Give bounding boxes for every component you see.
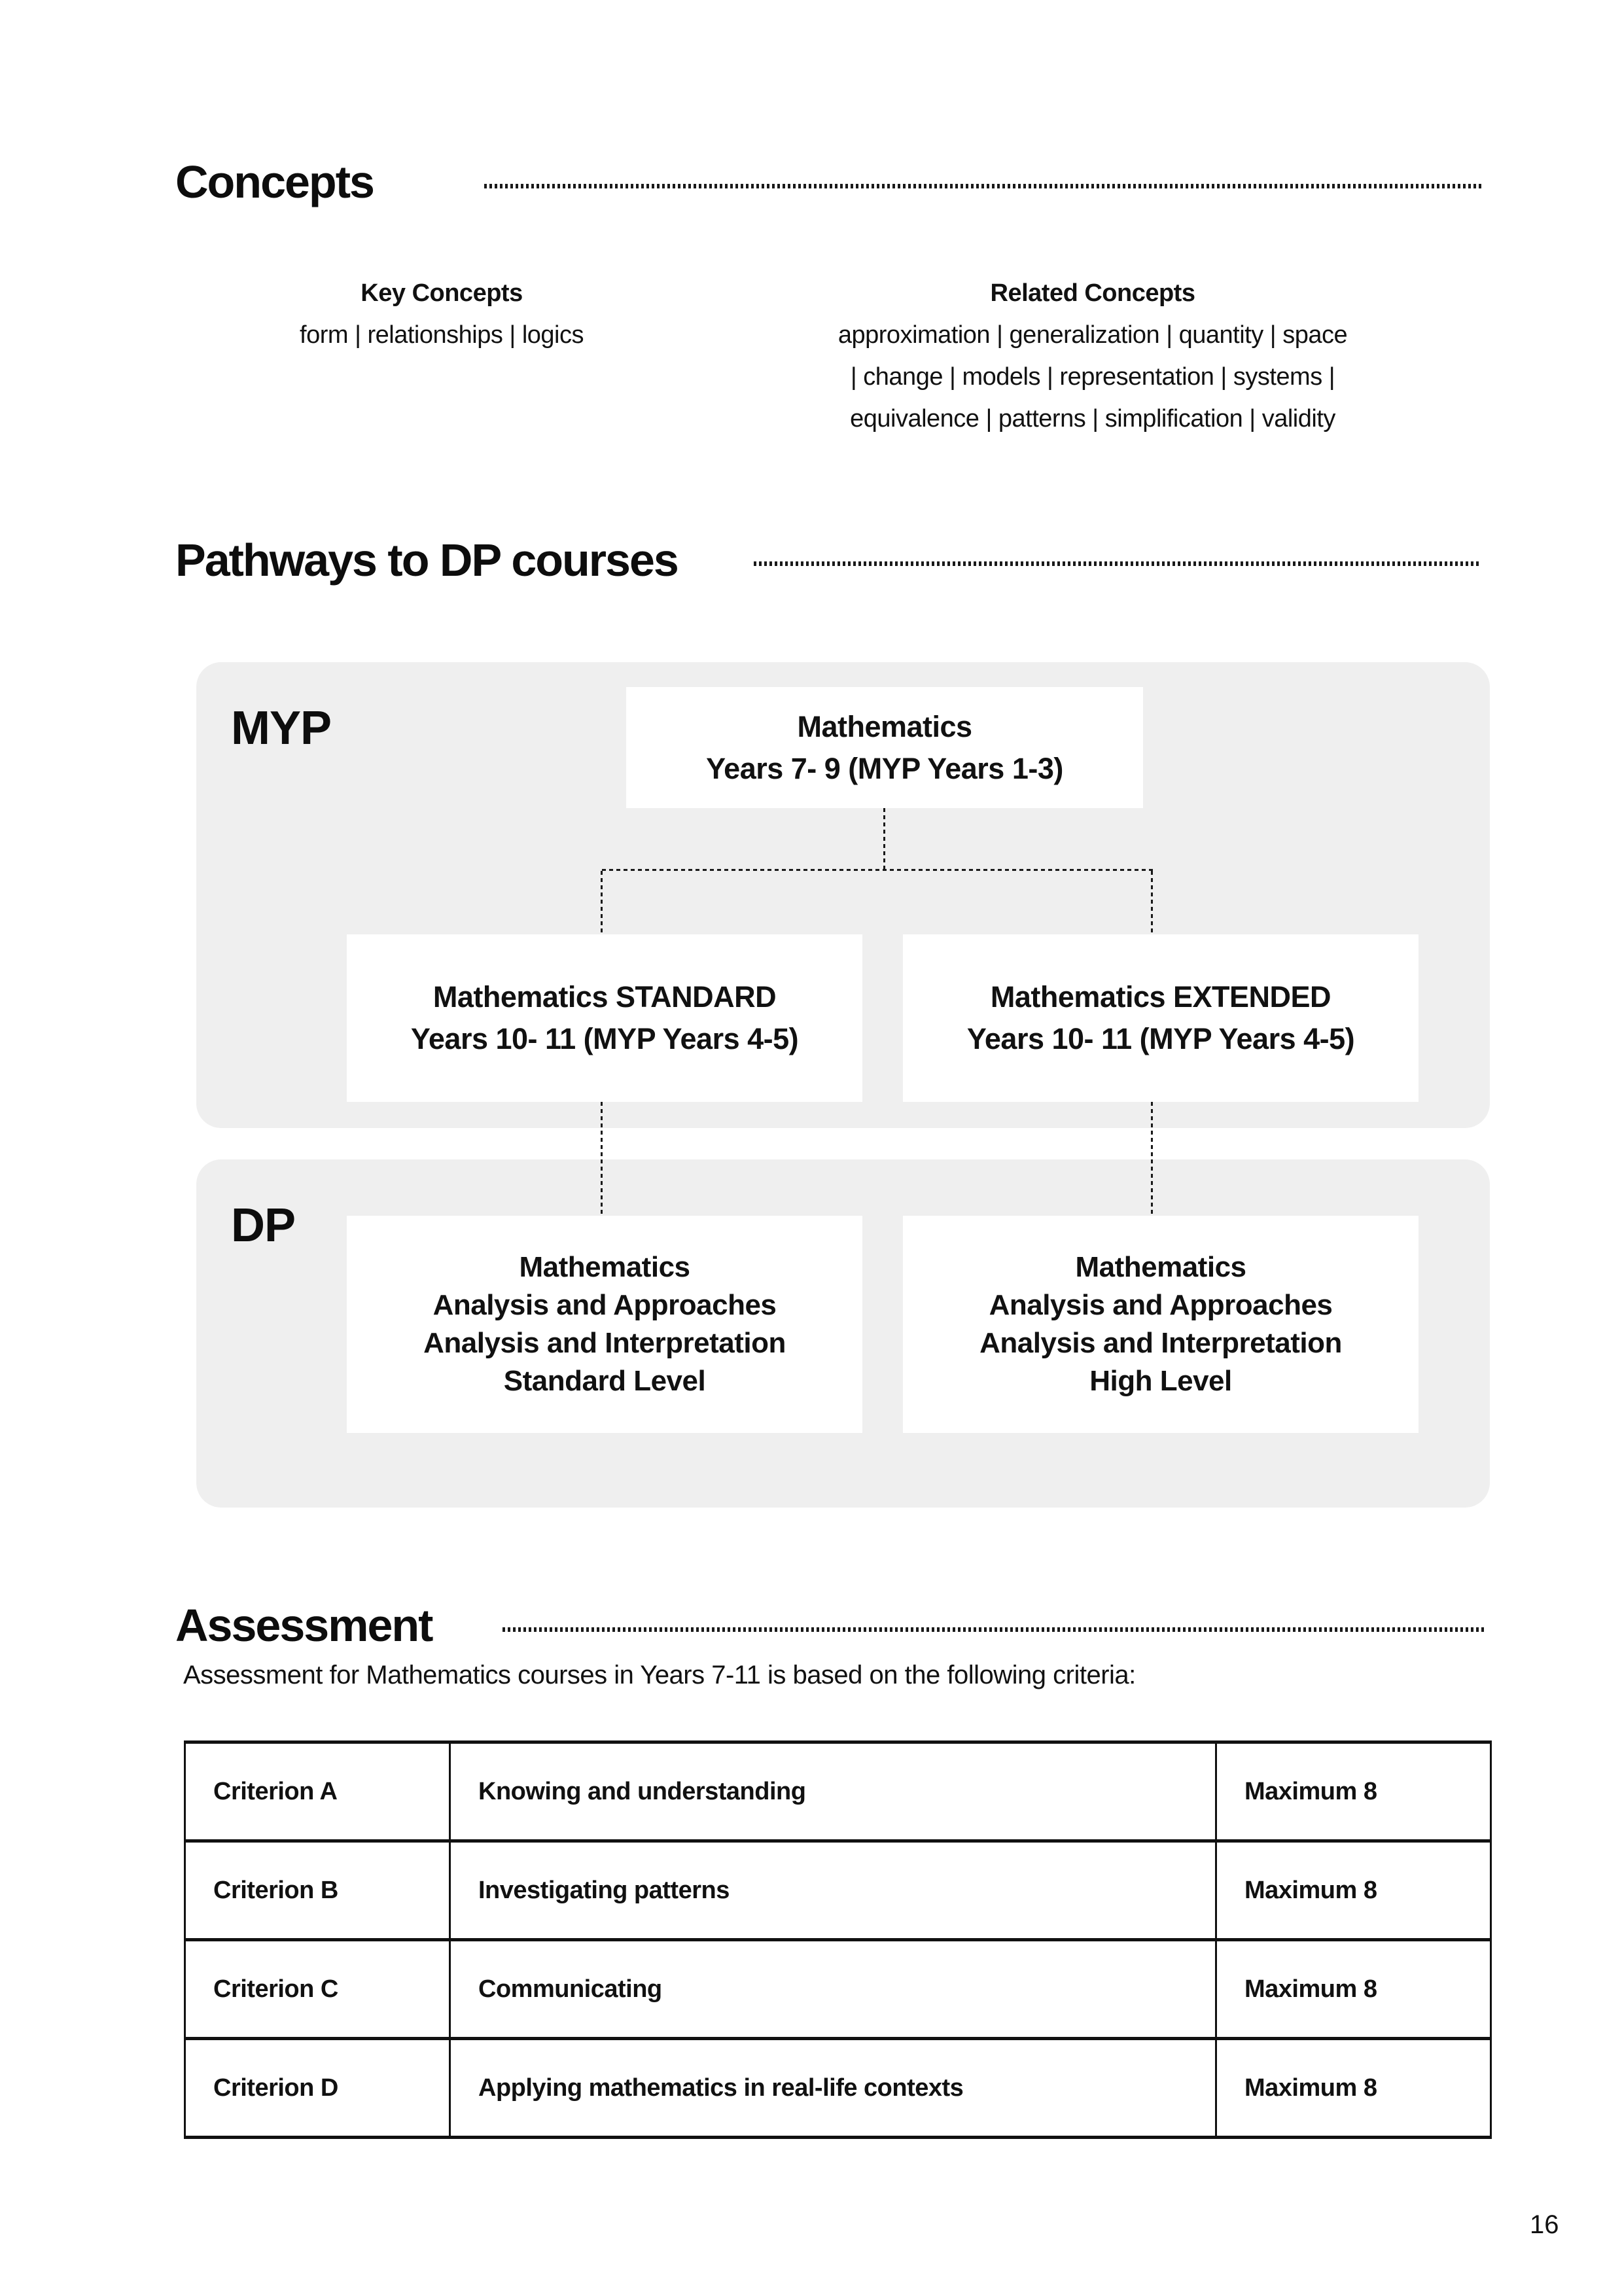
myp-label: MYP xyxy=(231,702,332,754)
table-row: Criterion D Applying mathematics in real… xyxy=(184,2037,1492,2139)
box-line: Analysis and Approaches xyxy=(989,1289,1333,1321)
page-number: 16 xyxy=(1530,2210,1559,2239)
box-line: Analysis and Interpretation xyxy=(423,1327,786,1359)
maximum-cell: Maximum 8 xyxy=(1215,1839,1492,1941)
related-concepts-block: Related Concepts approximation | general… xyxy=(730,272,1456,440)
connector-right-upper xyxy=(1151,871,1153,934)
description-cell: Investigating patterns xyxy=(449,1839,1217,1941)
maximum-cell: Maximum 8 xyxy=(1215,1740,1492,1843)
pathways-dotted-rule xyxy=(754,561,1481,566)
myp-mathematics-box: Mathematics Years 7- 9 (MYP Years 1-3) xyxy=(626,687,1143,808)
connector-right-lower xyxy=(1151,1102,1153,1217)
description-cell: Knowing and understanding xyxy=(449,1740,1217,1843)
dp-high-level-box: Mathematics Analysis and Approaches Anal… xyxy=(903,1216,1419,1433)
pathways-heading: Pathways to DP courses xyxy=(175,535,679,586)
related-concepts-line: equivalence | patterns | simplification … xyxy=(850,405,1335,433)
concepts-heading: Concepts xyxy=(175,156,375,207)
box-line: Mathematics EXTENDED xyxy=(990,980,1331,1014)
related-concepts-title: Related Concepts xyxy=(990,279,1195,307)
mathematics-extended-box: Mathematics EXTENDED Years 10- 11 (MYP Y… xyxy=(903,934,1419,1102)
box-line: Analysis and Approaches xyxy=(432,1289,777,1321)
dp-standard-level-box: Mathematics Analysis and Approaches Anal… xyxy=(347,1216,862,1433)
related-concepts-line: approximation | generalization | quantit… xyxy=(837,321,1348,349)
box-line: High Level xyxy=(1089,1365,1232,1397)
criterion-cell: Criterion D xyxy=(184,2037,451,2139)
table-row: Criterion A Knowing and understanding Ma… xyxy=(184,1740,1492,1843)
assessment-heading: Assessment xyxy=(175,1600,433,1651)
related-concepts-line: | change | models | representation | sys… xyxy=(850,363,1335,391)
description-cell: Communicating xyxy=(449,1938,1217,2040)
box-line: Years 10- 11 (MYP Years 4-5) xyxy=(966,1022,1355,1055)
key-concepts-block: Key Concepts form | relationships | logi… xyxy=(164,272,720,356)
criterion-cell: Criterion B xyxy=(184,1839,451,1941)
box-line: Mathematics xyxy=(1075,1251,1246,1283)
assessment-intro: Assessment for Mathematics courses in Ye… xyxy=(183,1661,1136,1689)
box-line: Years 7- 9 (MYP Years 1-3) xyxy=(706,751,1063,785)
maximum-cell: Maximum 8 xyxy=(1215,2037,1492,2139)
assessment-dotted-rule xyxy=(502,1627,1484,1632)
key-concepts-items: form | relationships | logics xyxy=(300,321,584,349)
key-concepts-title: Key Concepts xyxy=(361,279,523,307)
box-line: Analysis and Interpretation xyxy=(979,1327,1342,1359)
description-cell: Applying mathematics in real-life contex… xyxy=(449,2037,1217,2139)
dp-label: DP xyxy=(231,1199,296,1252)
mathematics-standard-box: Mathematics STANDARD Years 10- 11 (MYP Y… xyxy=(347,934,862,1102)
box-line: Mathematics STANDARD xyxy=(432,980,777,1014)
connector-left-upper xyxy=(601,871,603,934)
table-row: Criterion B Investigating patterns Maxim… xyxy=(184,1839,1492,1941)
criteria-table: Criterion A Knowing and understanding Ma… xyxy=(184,1740,1492,2139)
maximum-cell: Maximum 8 xyxy=(1215,1938,1492,2040)
connector-top-vertical xyxy=(883,808,885,870)
connector-left-lower xyxy=(601,1102,603,1217)
box-line: Standard Level xyxy=(503,1365,706,1397)
box-line: Years 10- 11 (MYP Years 4-5) xyxy=(410,1022,799,1055)
table-row: Criterion C Communicating Maximum 8 xyxy=(184,1938,1492,2040)
box-line: Mathematics xyxy=(797,709,972,743)
concepts-dotted-rule xyxy=(484,184,1484,188)
criterion-cell: Criterion A xyxy=(184,1740,451,1843)
box-line: Mathematics xyxy=(519,1251,690,1283)
criterion-cell: Criterion C xyxy=(184,1938,451,2040)
connector-horizontal xyxy=(602,869,1153,871)
